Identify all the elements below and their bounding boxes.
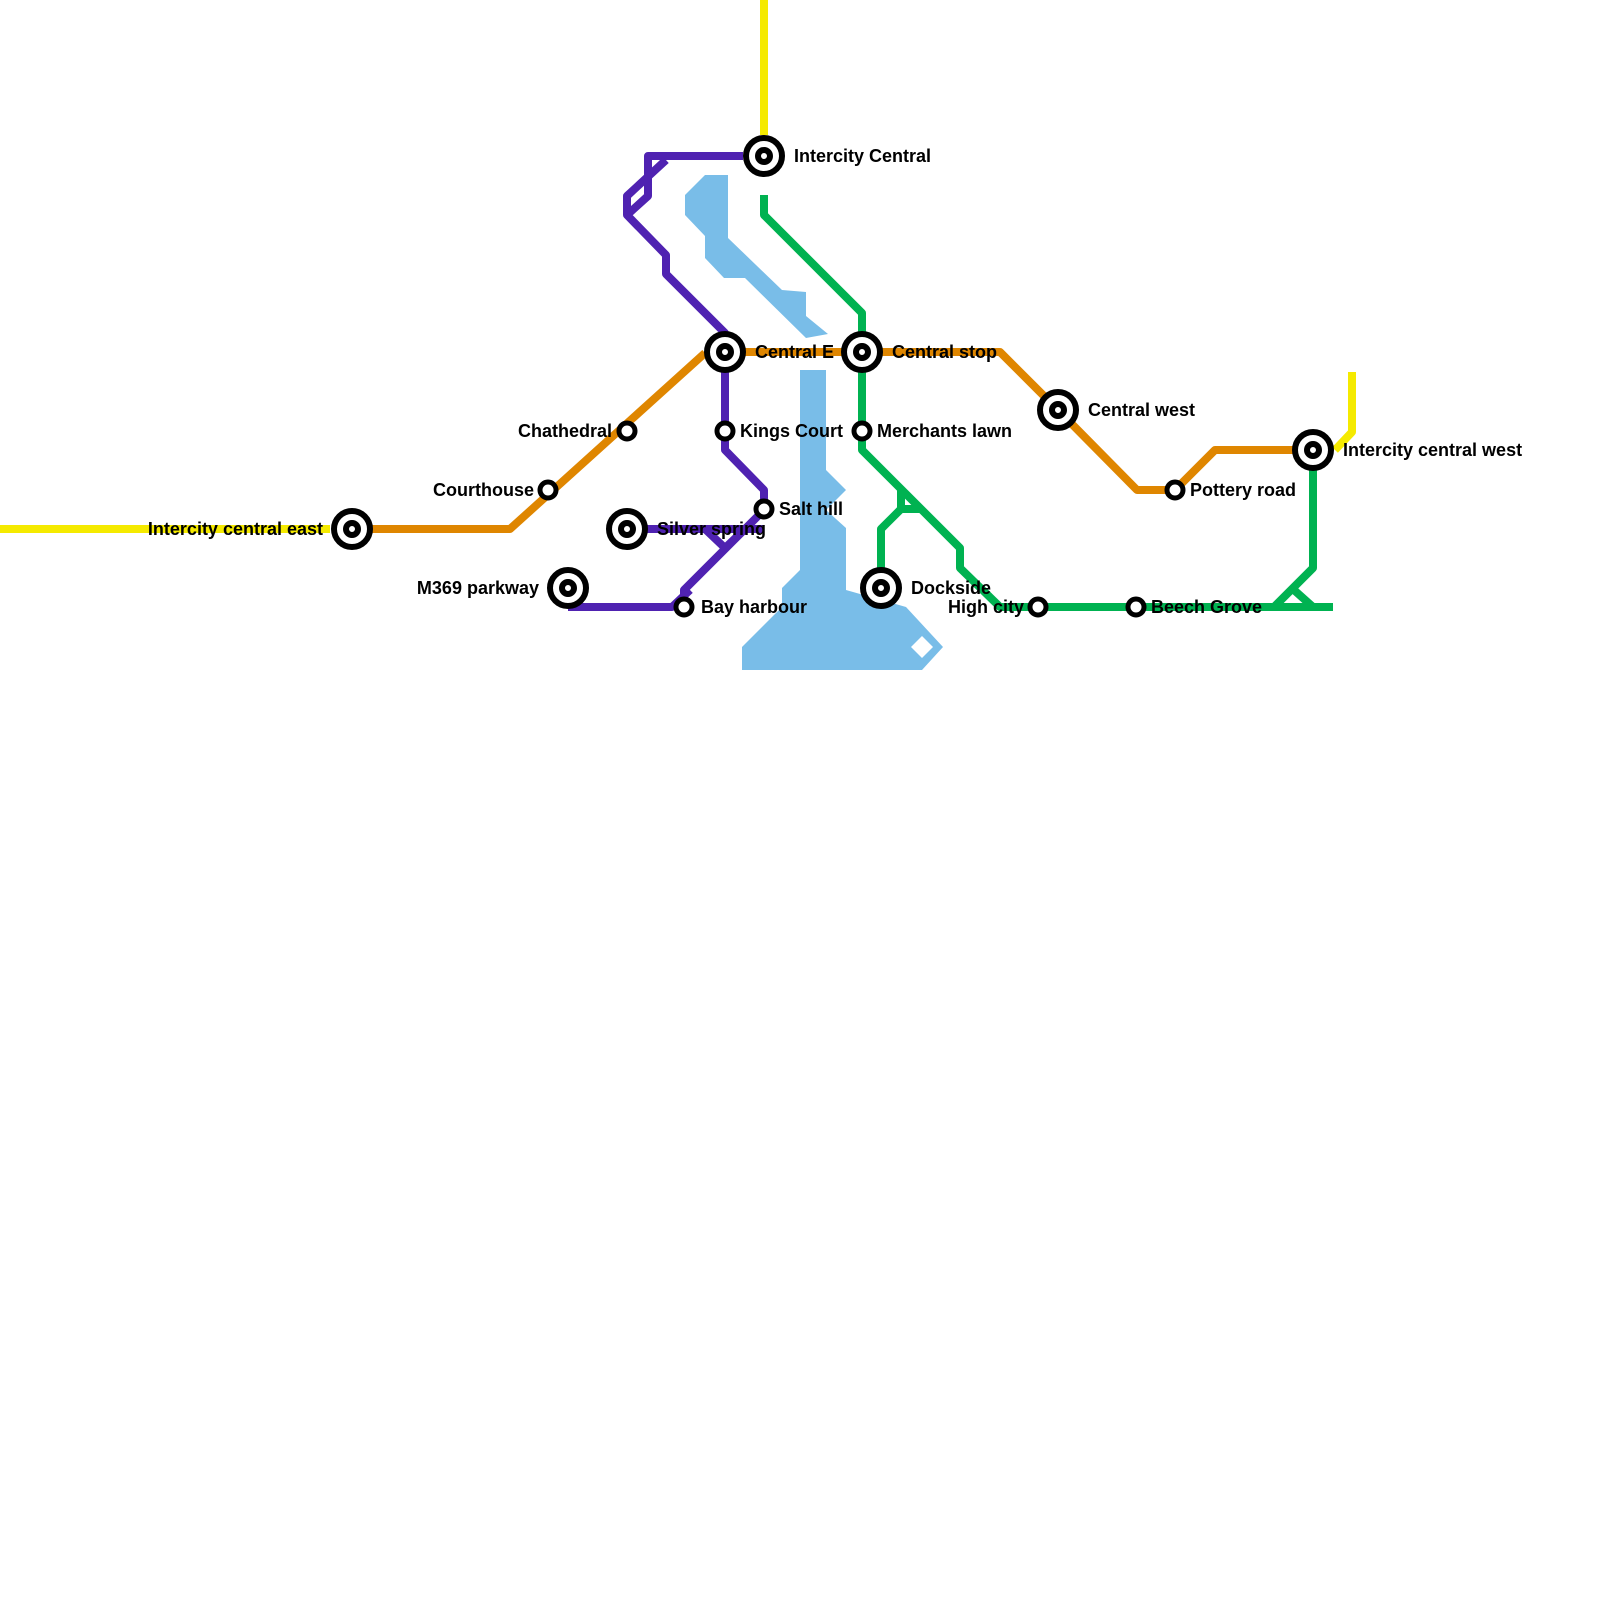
label-courthouse: Courthouse (433, 480, 534, 500)
label-beech-grove: Beech Grove (1151, 597, 1262, 617)
label-merchants-lawn: Merchants lawn (877, 421, 1012, 441)
station-bay-harbour[interactable] (673, 596, 695, 618)
label-m369-parkway: M369 parkway (417, 578, 539, 598)
station-central-e[interactable] (704, 331, 746, 373)
water-island (911, 636, 933, 658)
label-silver-spring: Silver spring (657, 519, 766, 539)
station-salt-hill[interactable] (753, 498, 775, 520)
station-chathedral[interactable] (616, 420, 638, 442)
water-bodies (685, 175, 943, 670)
station-central-west[interactable] (1037, 389, 1079, 431)
station-kings-court[interactable] (714, 420, 736, 442)
label-intercity-central-east: Intercity central east (148, 519, 323, 539)
label-chathedral: Chathedral (518, 421, 612, 441)
line-purple[interactable] (568, 152, 768, 611)
label-pottery-road: Pottery road (1190, 480, 1296, 500)
station-silver-spring[interactable] (606, 508, 648, 550)
water-north (685, 175, 828, 338)
label-bay-harbour: Bay harbour (701, 597, 807, 617)
station-pottery-road[interactable] (1164, 479, 1186, 501)
station-high-city[interactable] (1027, 596, 1049, 618)
line-orange[interactable] (352, 348, 1313, 533)
label-central-west: Central west (1088, 400, 1195, 420)
station-intercity-central[interactable] (743, 135, 785, 177)
line-green[interactable] (760, 195, 1333, 611)
station-beech-grove[interactable] (1125, 596, 1147, 618)
station-intercity-central-east[interactable] (331, 508, 373, 550)
station-m369-parkway[interactable] (547, 567, 589, 609)
station-merchants-lawn[interactable] (851, 420, 873, 442)
label-central-stop: Central stop (892, 342, 997, 362)
label-intercity-central-west: Intercity central west (1343, 440, 1522, 460)
station-courthouse[interactable] (537, 479, 559, 501)
label-salt-hill: Salt hill (779, 499, 843, 519)
label-central-e: Central E (755, 342, 834, 362)
line-yellow[interactable] (0, 0, 1356, 533)
label-intercity-central: Intercity Central (794, 146, 931, 166)
station-intercity-central-west[interactable] (1292, 429, 1334, 471)
station-central-stop[interactable] (841, 331, 883, 373)
water-south (742, 370, 943, 670)
label-high-city: High city (948, 597, 1024, 617)
label-kings-court: Kings Court (740, 421, 843, 441)
station-dockside[interactable] (860, 567, 902, 609)
label-dockside: Dockside (911, 578, 991, 598)
